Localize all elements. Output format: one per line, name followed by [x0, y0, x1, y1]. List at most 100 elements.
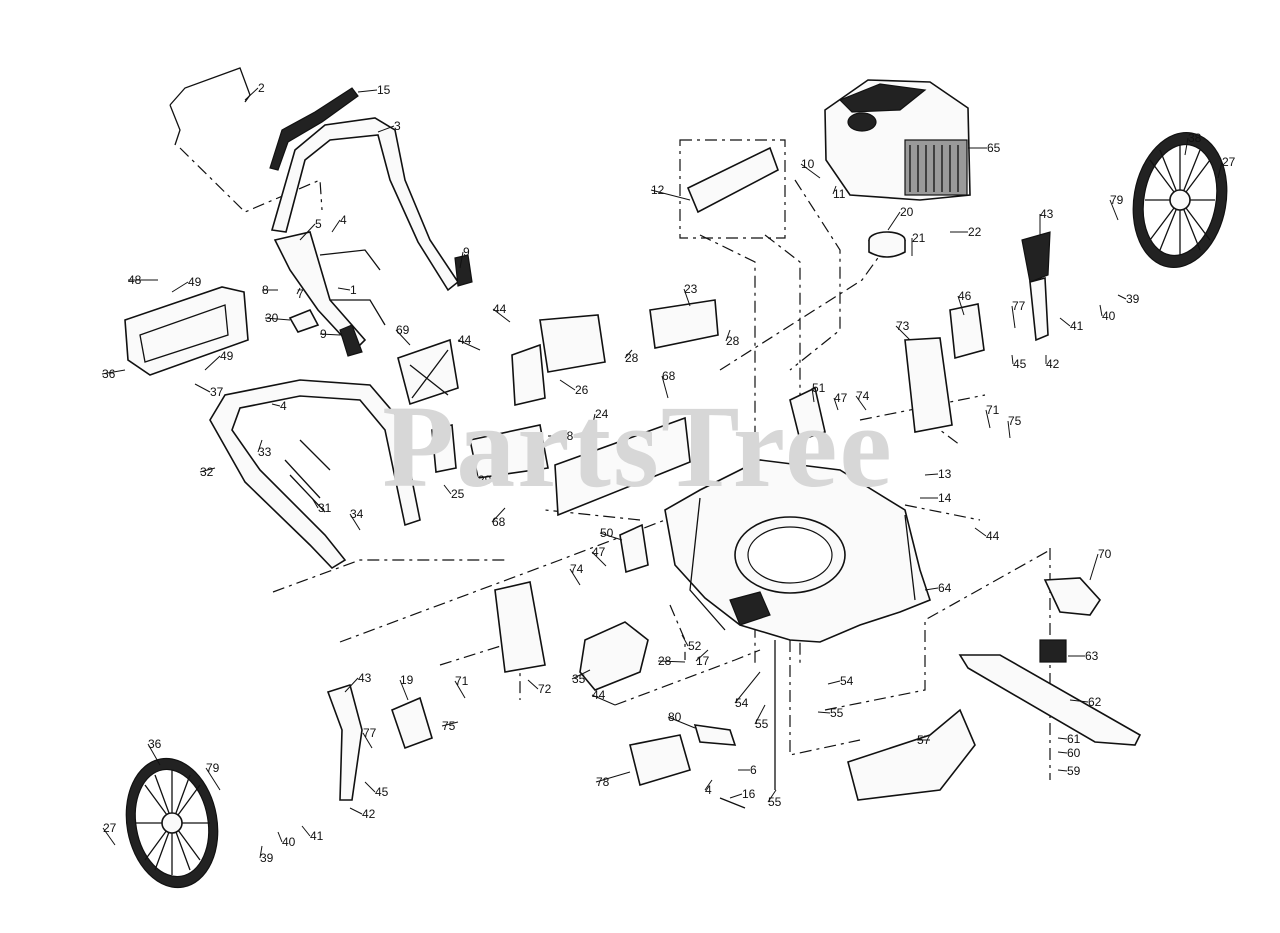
callout-leader — [599, 532, 623, 541]
callout-79: 79 — [206, 761, 220, 775]
callout-leader — [101, 369, 126, 375]
callout-leader — [244, 87, 259, 101]
callout-18: 18 — [560, 429, 574, 443]
callout-33: 33 — [258, 445, 272, 459]
cable-part-2 — [169, 67, 251, 146]
callout-9: 9 — [463, 245, 470, 259]
bag-frame-32 — [209, 379, 421, 570]
callout-leader — [832, 185, 837, 195]
callout-55: 55 — [830, 706, 844, 720]
callout-40: 40 — [1102, 309, 1116, 323]
callout-5: 5 — [315, 217, 322, 231]
callout-17: 17 — [696, 654, 710, 668]
callout-leader — [595, 771, 631, 783]
callout-11: 11 — [833, 187, 846, 201]
callout-44: 44 — [592, 688, 606, 702]
callout-leader — [1089, 553, 1099, 581]
callout-leader — [729, 793, 743, 799]
callout-leader — [457, 339, 481, 351]
callout-49: 49 — [188, 275, 202, 289]
wheel-38-right — [1132, 131, 1228, 269]
callout-41: 41 — [1070, 319, 1084, 333]
callout-leader — [399, 679, 409, 701]
callout-52: 52 — [688, 639, 702, 653]
callout-leader — [271, 403, 281, 407]
callout-leader — [1109, 199, 1119, 221]
callout-leader — [311, 497, 319, 509]
callout-59: 59 — [1067, 764, 1081, 778]
callout-leader — [833, 397, 839, 411]
callout-leader — [357, 89, 378, 93]
handle-assembly — [169, 67, 473, 357]
callout-leader — [459, 251, 464, 269]
callout-45: 45 — [1013, 357, 1027, 371]
callout-leader — [1011, 354, 1014, 365]
callout-32: 32 — [200, 465, 214, 479]
handle-grip — [269, 87, 359, 171]
bag-frame-rods-31 — [284, 439, 331, 513]
callout-3: 3 — [394, 119, 401, 133]
callout-38: 38 — [1188, 131, 1202, 145]
mower-deck-64 — [664, 459, 931, 643]
callout-leader — [364, 781, 376, 793]
lever-43-right — [1021, 231, 1051, 283]
callout-leader — [591, 551, 607, 567]
blade-62 — [958, 654, 1142, 746]
callout-leader — [331, 219, 341, 233]
callout-leader — [296, 287, 301, 295]
callout-29: 29 — [478, 473, 492, 487]
callout-71: 71 — [455, 674, 469, 688]
callout-leader — [377, 125, 395, 133]
bracket-44-plate — [511, 343, 546, 406]
callout-leader — [591, 694, 616, 706]
callout-leader — [492, 308, 511, 323]
callout-leader — [767, 789, 777, 803]
callout-23: 23 — [684, 282, 698, 296]
brackets-and-panels — [326, 146, 1142, 809]
callout-60: 60 — [1067, 746, 1081, 760]
callout-15: 15 — [377, 83, 391, 97]
callout-14: 14 — [938, 491, 952, 505]
axle-bracket-73 — [904, 337, 953, 433]
callout-72: 72 — [538, 682, 552, 696]
callout-71: 71 — [986, 403, 1000, 417]
callout-24: 24 — [595, 407, 609, 421]
callout-50: 50 — [600, 526, 614, 540]
cover-35 — [579, 621, 649, 691]
bracket-80 — [693, 724, 737, 746]
callout-leader — [1057, 737, 1068, 740]
callout-leader — [299, 223, 316, 241]
callout-70: 70 — [1098, 547, 1112, 561]
callout-leader — [725, 329, 731, 342]
blade-adapter-20 — [868, 231, 906, 258]
callout-27: 27 — [103, 821, 117, 835]
callout-51: 51 — [812, 381, 826, 395]
callout-leader — [924, 587, 939, 591]
upper-handle — [270, 117, 460, 292]
callout-57: 57 — [917, 733, 931, 747]
callout-leader — [624, 349, 633, 359]
callout-55: 55 — [755, 717, 769, 731]
callout-leader — [591, 413, 596, 429]
plate-46 — [949, 303, 985, 360]
handle-knob-9a — [454, 254, 473, 287]
callout-37: 37 — [210, 385, 224, 399]
callout-leader — [1057, 751, 1068, 754]
callout-leader — [1057, 769, 1068, 772]
callout-74: 74 — [856, 389, 870, 403]
callout-74: 74 — [570, 562, 584, 576]
plate-19 — [391, 696, 433, 750]
callout-leader — [571, 669, 591, 680]
callout-leader — [344, 677, 359, 693]
callout-49: 49 — [220, 349, 234, 363]
plate-23 — [649, 299, 719, 349]
handle-knob-9b — [339, 324, 363, 357]
callout-1: 1 — [350, 283, 357, 297]
callout-leader — [395, 329, 411, 346]
deflector-29 — [469, 424, 549, 479]
callout-leader — [337, 287, 351, 291]
callout-leader — [734, 671, 761, 704]
callout-73: 73 — [896, 319, 910, 333]
callout-leader — [454, 680, 466, 699]
